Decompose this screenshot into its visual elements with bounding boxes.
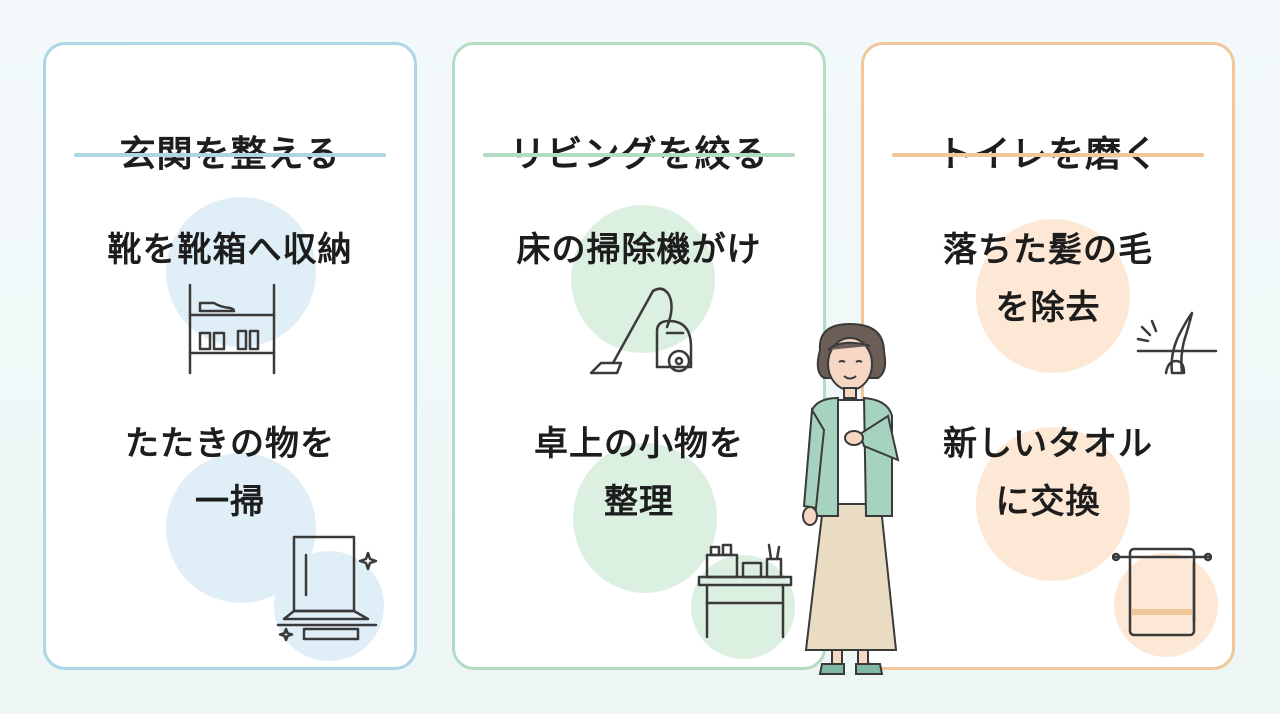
item-text: 靴を靴箱へ収納 [107,230,353,270]
background-blob [976,427,1130,581]
card-living: リビングを絞る 床の掃除機がけ 卓上の小物を 整理 [452,42,826,670]
vacuum-cleaner-icon [589,287,693,375]
card-title: 玄関を整える [119,134,341,175]
card-toilet: トイレを磨く 落ちた髪の毛 を除去 新しいタオル に交換 [861,42,1235,670]
background-blob [274,551,384,661]
card-divider [483,153,795,157]
entrance-door-icon [276,535,378,642]
woman-illustration [802,322,900,675]
item-text: 卓上の小物を 整理 [534,424,744,522]
card-title: リビングを絞る [509,134,769,175]
card-divider [892,153,1204,157]
card-entrance: 玄関を整える 靴を靴箱へ収納 たたきの物を 一掃 [43,42,417,670]
shoe-rack-icon [188,283,276,375]
card-title: トイレを磨く [936,134,1159,175]
item-text: 床の掃除機がけ [516,230,762,270]
background-blob [1114,553,1218,657]
hair-icon [1136,311,1218,375]
item-text: たたきの物を 一掃 [125,424,335,522]
desk-items-icon [697,543,793,639]
item-text: 新しいタオル に交換 [943,424,1153,522]
towel-icon [1112,547,1212,637]
background-blob [976,219,1130,373]
item-text: 落ちた髪の毛 を除去 [943,230,1153,328]
background-blob [573,443,717,593]
background-blob [571,205,715,353]
card-divider [74,153,386,157]
